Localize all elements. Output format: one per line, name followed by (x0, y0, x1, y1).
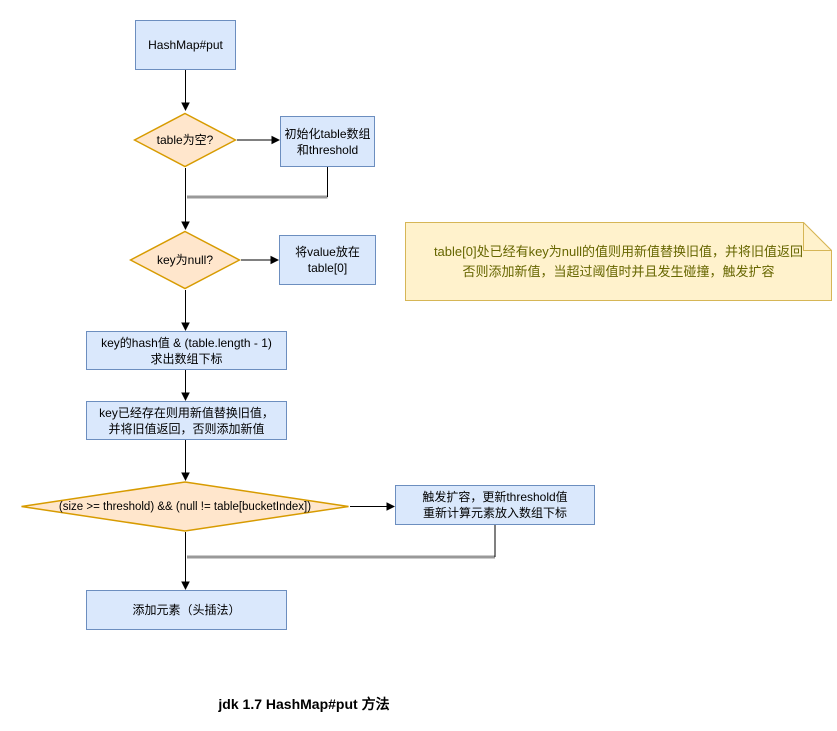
start-node: HashMap#put (135, 20, 236, 70)
diamond-shape (133, 112, 237, 168)
start-node-label: HashMap#put (148, 38, 223, 52)
note: table[0]处已经有key为null的值则用新值替换旧值，并将旧值返回 否则… (405, 222, 832, 301)
replace-or-add-line1: key已经存在则用新值替换旧值， (99, 405, 274, 420)
decision-table-empty: table为空? (133, 112, 237, 168)
put-value-line1: 将value放在 (295, 245, 360, 259)
process-put-value-label: 将value放在 table[0] (295, 244, 360, 276)
calc-index-line1: key的hash值 & (table.length - 1) (101, 335, 272, 350)
process-add-element: 添加元素（头插法） (86, 590, 287, 630)
note-line2: 否则添加新值，当超过阈值时并且发生碰撞，触发扩容 (462, 263, 775, 279)
calc-index-line2: 求出数组下标 (150, 351, 223, 366)
process-add-element-label: 添加元素（头插法） (132, 603, 241, 617)
put-value-line2: table[0] (307, 261, 348, 275)
note-fold-icon (803, 222, 832, 251)
init-table-line1: 初始化table数组 (284, 126, 371, 141)
process-put-value-table0: 将value放在 table[0] (279, 235, 376, 285)
resize-line2: 重新计算元素放入数组下标 (422, 506, 567, 520)
process-resize-label: 触发扩容，更新threshold值 重新计算元素放入数组下标 (422, 489, 567, 521)
process-replace-or-add: key已经存在则用新值替换旧值， 并将旧值返回，否则添加新值 (86, 401, 287, 440)
decision-resize-condition-label: (size >= threshold) && (null != table[bu… (58, 500, 312, 513)
decision-key-null: key为null? (129, 230, 241, 290)
process-init-table-label: 初始化table数组 和threshold (284, 126, 370, 158)
diamond-shape (21, 481, 349, 532)
decision-key-null-label: key为null? (156, 253, 214, 267)
note-text: table[0]处已经有key为null的值则用新值替换旧值，并将旧值返回 否则… (411, 222, 826, 301)
process-resize: 触发扩容，更新threshold值 重新计算元素放入数组下标 (395, 485, 595, 525)
decision-table-empty-label: table为空? (156, 133, 214, 147)
note-line1: table[0]处已经有key为null的值则用新值替换旧值，并将旧值返回 (433, 243, 804, 259)
process-init-table: 初始化table数组 和threshold (280, 116, 375, 167)
note-shape (405, 222, 832, 301)
replace-or-add-line2: 并将旧值返回，否则添加新值 (108, 421, 265, 436)
process-replace-or-add-label: key已经存在则用新值替换旧值， 并将旧值返回，否则添加新值 (99, 405, 274, 437)
diagram-title: jdk 1.7 HashMap#put 方法 (218, 696, 390, 712)
process-calc-index-label: key的hash值 & (table.length - 1) 求出数组下标 (101, 335, 272, 367)
init-table-line2: 和threshold (296, 142, 359, 157)
resize-line1: 触发扩容，更新threshold值 (422, 490, 568, 504)
process-calc-index: key的hash值 & (table.length - 1) 求出数组下标 (86, 331, 287, 370)
decision-resize-condition: (size >= threshold) && (null != table[bu… (20, 481, 350, 532)
diamond-shape (129, 230, 241, 290)
